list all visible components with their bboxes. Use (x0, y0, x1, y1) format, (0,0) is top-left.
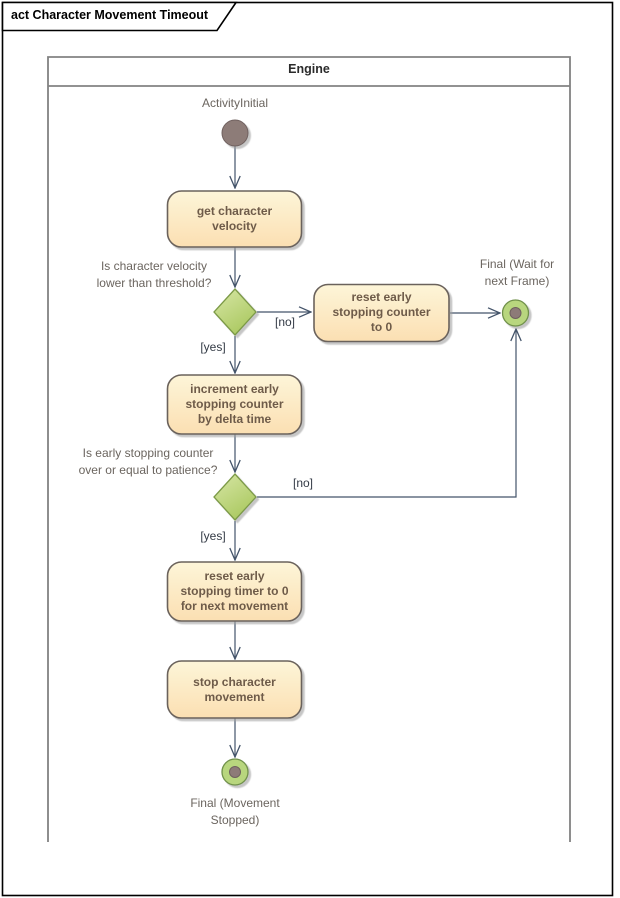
action-reset-counter-label: reset early stopping counter to 0 (332, 290, 431, 334)
frame-title: Engine (288, 62, 330, 76)
final-wait-label: Final (Wait for next Frame) (479, 257, 555, 288)
initial-node-label: ActivityInitial (201, 96, 269, 110)
action-get-velocity[interactable] (166, 190, 303, 248)
final-stopped-node-center (229, 766, 241, 778)
diagram-title: act Character Movement Timeout (11, 8, 209, 22)
guard-no-1: [no] (274, 315, 295, 329)
final-stopped-label: Final (Movement Stopped) (190, 796, 280, 827)
decision-patience-check[interactable] (213, 473, 257, 521)
guard-no-2: [no] (292, 476, 313, 490)
decision-patience-question: Is early stopping counter over or equal … (78, 446, 218, 477)
action-reset-counter[interactable] (313, 283, 450, 343)
decision-velocity-question: Is character velocity lower than thresho… (96, 259, 212, 290)
action-reset-timer-label: reset early stopping timer to 0 for next… (180, 569, 289, 613)
action-reset-timer[interactable] (166, 561, 303, 622)
engine-frame-border (47, 56, 571, 842)
action-increment-counter-label: increment early stopping counter by delt… (185, 382, 284, 426)
diagram-title-tab-shape (1, 1, 238, 32)
action-stop-movement-label: stop character movement (193, 674, 276, 704)
initial-node[interactable] (221, 119, 249, 147)
guard-yes-1: [yes] (200, 340, 226, 354)
decision-velocity-check[interactable] (213, 288, 257, 336)
action-stop-movement[interactable] (166, 660, 303, 719)
edge-decision2-no[interactable] (257, 329, 516, 498)
final-wait-node-center (509, 307, 522, 319)
action-increment-counter[interactable] (166, 374, 303, 435)
guard-yes-2: [yes] (200, 529, 226, 543)
action-get-velocity-label: get character velocity (196, 204, 273, 233)
